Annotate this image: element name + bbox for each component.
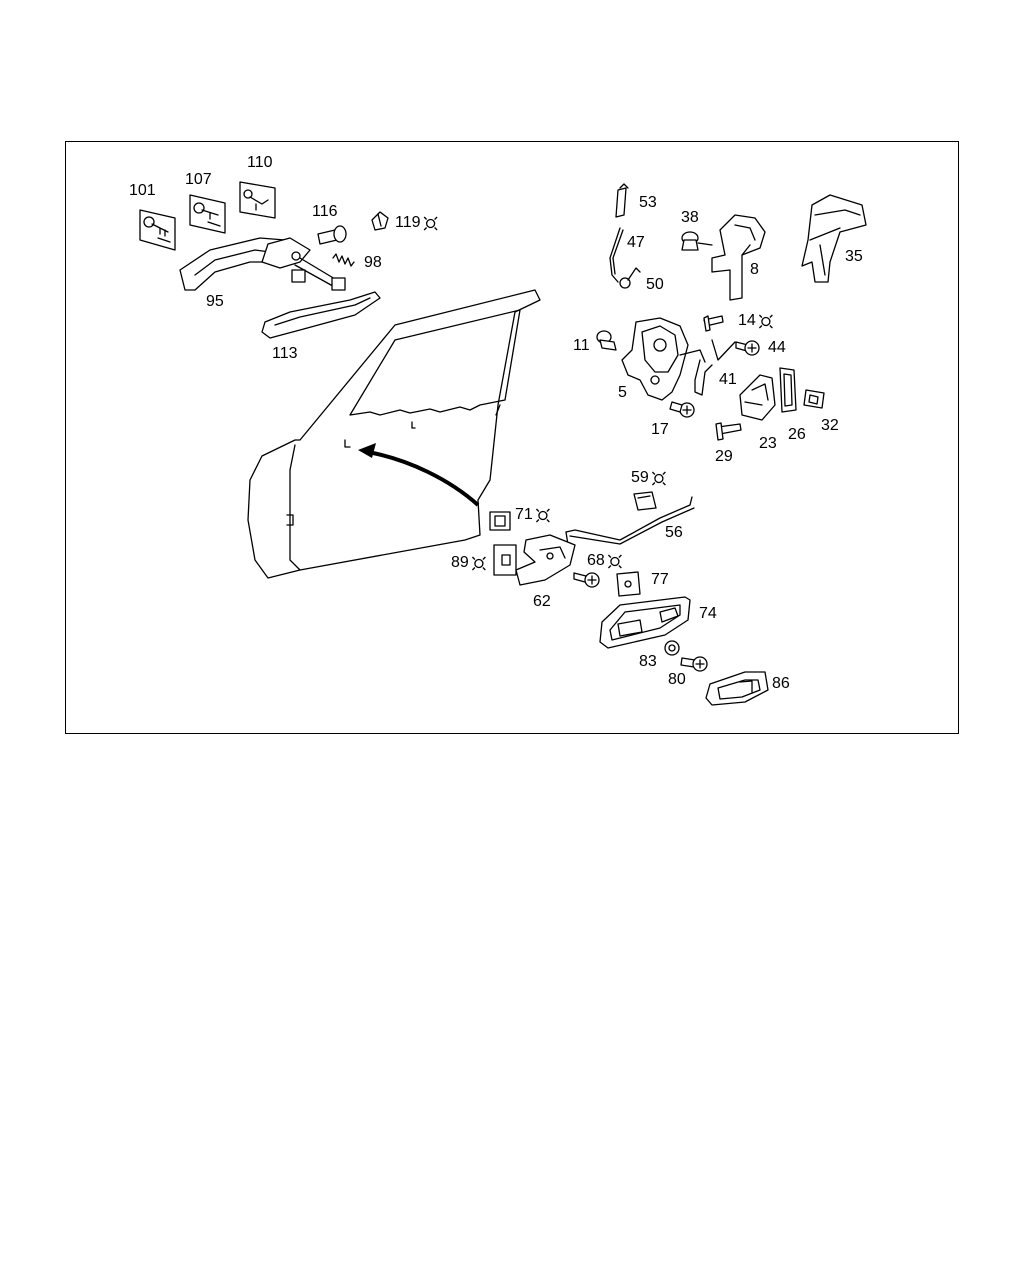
part-14-screw [703, 315, 724, 332]
part-50-clip [619, 267, 641, 289]
part-23-striker [739, 374, 776, 421]
part-77-nut [616, 571, 641, 597]
part-41-rod-bracket [694, 339, 736, 396]
callout-35: 35 [845, 248, 863, 265]
part-119-clip [371, 211, 389, 231]
part-47-rod [609, 227, 624, 283]
callout-47: 47 [627, 234, 645, 251]
marker-symbol-14 [758, 314, 773, 329]
callout-110: 110 [247, 154, 273, 171]
part-113-handle-gasket [261, 291, 381, 339]
callout-26: 26 [788, 426, 806, 443]
callout-113: 113 [272, 345, 298, 362]
callout-107: 107 [185, 171, 212, 188]
callout-62: 62 [533, 593, 551, 610]
callout-5: 5 [618, 384, 627, 401]
callout-17: 17 [651, 421, 669, 438]
part-74-handle-housing [599, 596, 691, 649]
part-98-spring [332, 253, 355, 267]
part-17-screw [669, 401, 695, 418]
callout-53: 53 [639, 194, 657, 211]
part-44-screw [735, 340, 760, 356]
part-35-latch-housing [801, 194, 867, 283]
part-59-clip [633, 491, 657, 511]
callout-23: 23 [759, 435, 777, 452]
callout-50: 50 [646, 276, 664, 293]
marker-symbol-89 [471, 556, 486, 571]
callout-98: 98 [364, 254, 382, 271]
marker-symbol-119 [423, 216, 438, 231]
part-110-key-plate [239, 181, 276, 219]
callout-68: 68 [587, 552, 605, 569]
callout-11: 11 [573, 337, 590, 354]
callout-14: 14 [738, 312, 756, 329]
callout-44: 44 [768, 339, 786, 356]
part-80-screw [680, 656, 708, 672]
part-107-key-badge [189, 194, 226, 234]
marker-symbol-59 [651, 471, 666, 486]
part-116-bolt [317, 225, 347, 245]
callout-95: 95 [206, 293, 224, 310]
callout-marker-symbols [423, 216, 773, 571]
part-38-grommet [681, 231, 713, 251]
callout-56: 56 [665, 524, 683, 541]
callout-29: 29 [715, 448, 733, 465]
callout-86: 86 [772, 675, 790, 692]
part-89-switch [493, 544, 517, 576]
part-29-screw [715, 422, 742, 441]
part-95-door-handle [179, 237, 346, 291]
callout-83: 83 [639, 653, 657, 670]
part-71-bezel [489, 511, 511, 531]
part-26-plate [779, 367, 797, 413]
marker-symbol-68 [607, 554, 622, 569]
part-68-screw [573, 572, 600, 588]
callout-74: 74 [699, 605, 717, 622]
callout-71: 71 [515, 506, 533, 523]
marker-symbol-71 [535, 508, 550, 523]
part-5-lock-mechanism [621, 317, 706, 401]
door-panel [247, 289, 541, 579]
part-86-trim-bezel [705, 671, 769, 706]
callout-119: 119 [395, 214, 421, 231]
direction-arrow [358, 443, 480, 507]
part-62-inner-lever [515, 534, 576, 586]
part-11-grommet [596, 330, 617, 351]
callout-80: 80 [668, 671, 686, 688]
callout-32: 32 [821, 417, 839, 434]
callout-8: 8 [750, 261, 759, 278]
part-53-rod-end [615, 183, 629, 218]
callout-59: 59 [631, 469, 649, 486]
callout-116: 116 [312, 203, 338, 220]
callout-101: 101 [129, 182, 156, 199]
part-101-key-badge [139, 209, 176, 251]
part-83-washer [664, 640, 680, 656]
callout-labels: 101 107 110 116 119 98 95 113 53 47 50 3… [129, 154, 863, 692]
part-32-clip [803, 389, 825, 409]
callout-38: 38 [681, 209, 699, 226]
callout-89: 89 [451, 554, 469, 571]
part-8-latch-cover [711, 214, 766, 301]
callout-41: 41 [719, 371, 737, 388]
diagram-frame [65, 141, 959, 734]
callout-77: 77 [651, 571, 669, 588]
